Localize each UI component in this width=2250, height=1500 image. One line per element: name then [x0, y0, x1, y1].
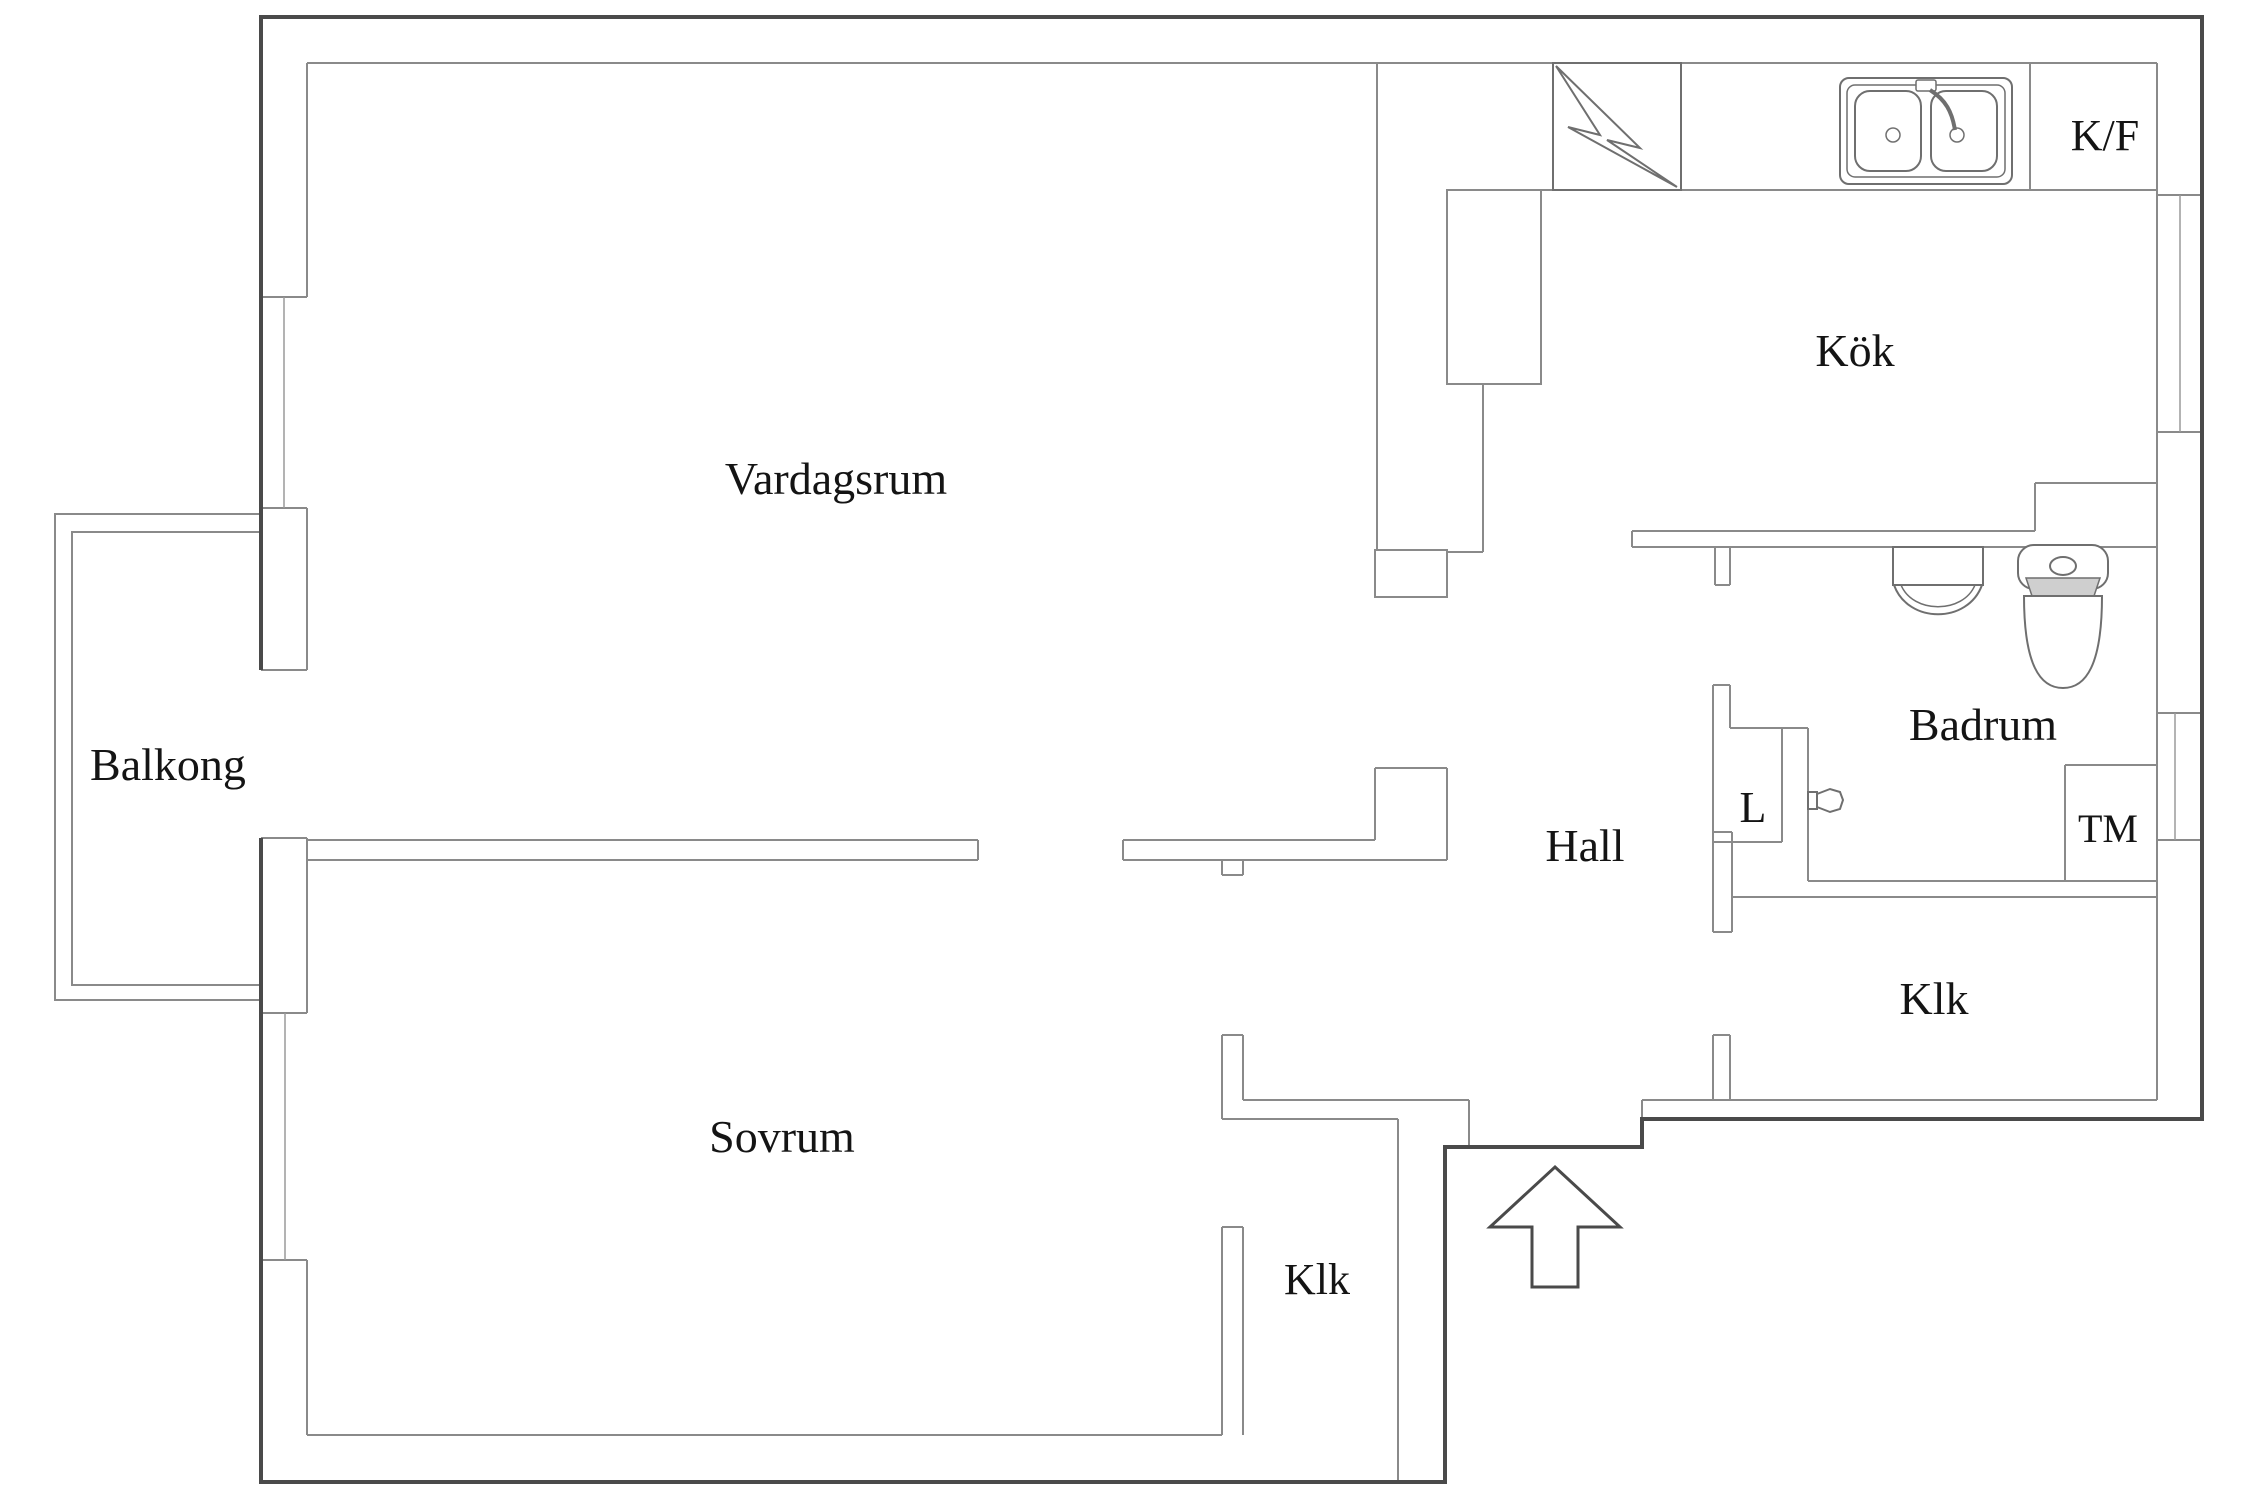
room-label-tm: TM	[2078, 806, 2138, 851]
lightning-icon	[1555, 65, 1678, 188]
stove-box	[1552, 62, 1682, 191]
kitchen-sink-icon	[1839, 77, 2013, 185]
room-label-klk-east: Klk	[1900, 973, 1969, 1024]
room-label-l: L	[1740, 783, 1767, 832]
outer-walls	[259, 15, 2204, 1484]
window-glazing-lines	[283, 195, 2181, 1260]
room-label-klk-south: Klk	[1284, 1255, 1350, 1304]
toilet-icon	[2017, 544, 2109, 690]
interior-walls	[261, 62, 2202, 1482]
door-knob-icon	[1807, 787, 1845, 814]
room-label-sovrum: Sovrum	[709, 1111, 855, 1162]
entrance-arrow-icon	[1486, 1164, 1624, 1289]
room-label-kok: Kök	[1815, 325, 1894, 376]
balcony-outline	[54, 513, 261, 1001]
bathroom-sink-icon	[1892, 546, 1984, 616]
room-label-hall: Hall	[1545, 820, 1624, 871]
room-label-balkong: Balkong	[90, 739, 246, 790]
room-label-vardagsrum: Vardagsrum	[725, 453, 947, 504]
room-label-badrum: Badrum	[1909, 699, 2057, 750]
room-label-kf: K/F	[2071, 111, 2139, 160]
